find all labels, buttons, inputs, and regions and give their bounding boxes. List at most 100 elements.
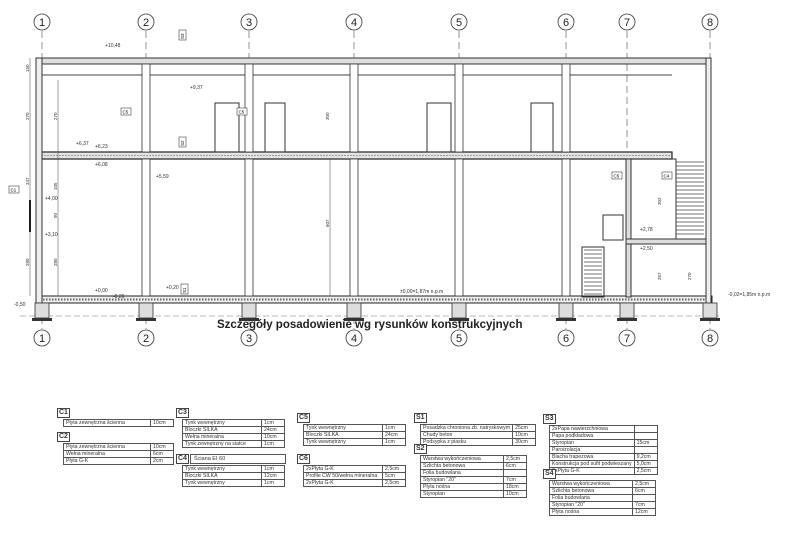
- level-roof: +10,48: [105, 43, 121, 49]
- layer-thickness: 10cm: [512, 431, 537, 439]
- footing-base: [556, 318, 576, 321]
- table-row: Folia budowlana: [420, 469, 527, 477]
- level-stair-b: +2,50: [640, 246, 653, 252]
- layer-name: Styropian: [420, 490, 504, 498]
- section-tags: C1 C5 C5 C5 C4 S3 S2 S1: [8, 29, 673, 295]
- left-wall: [35, 57, 43, 304]
- axis-label: 5: [456, 333, 462, 345]
- layer-thickness: 6cm: [632, 487, 656, 495]
- level-ceiling: +9,37: [190, 85, 203, 91]
- layer-name: Wełna mineralna: [63, 450, 151, 458]
- layer-name: Szlichta betonowa: [549, 487, 633, 495]
- layer-thickness: 25cm: [512, 424, 537, 432]
- level-floor1-b: +6,23: [95, 144, 108, 150]
- layer-name: Płyta nośna: [549, 508, 633, 516]
- axis-label: 6: [563, 333, 569, 345]
- level-outside-right: -0,02=1,85m n.p.m: [728, 292, 770, 298]
- axis-bubble: [450, 329, 468, 347]
- axis-label: 7: [624, 333, 630, 345]
- level-ground-c: +0,20: [166, 285, 179, 291]
- level-ground-b: -0,20: [113, 294, 125, 300]
- layer-thickness: 24cm: [261, 426, 285, 434]
- svg-text:270: 270: [687, 272, 692, 280]
- footing: [346, 302, 362, 319]
- table-row: Folia budowlana: [549, 494, 656, 502]
- svg-text:C1: C1: [11, 188, 17, 193]
- layer-thickness: 10cm: [150, 419, 174, 427]
- layer-name: Chudy beton: [419, 431, 514, 439]
- axis-bubble: [345, 13, 363, 31]
- layer-thickness: 2,5cm: [382, 479, 406, 487]
- svg-text:302: 302: [657, 197, 662, 205]
- roof-slab: [37, 57, 711, 65]
- column-lower: [349, 158, 359, 297]
- layer-name: Tynk wewnętrzny: [303, 424, 383, 432]
- column-lower: [454, 158, 464, 297]
- layer-thickness: 1cm: [382, 424, 406, 432]
- layer-thickness: 7cm: [503, 476, 527, 484]
- layer-thickness: 1cm: [261, 419, 285, 427]
- column-lower: [244, 158, 254, 297]
- footing-base: [136, 318, 156, 321]
- layer-name: Folia budowlana: [549, 494, 633, 502]
- svg-text:280: 280: [25, 258, 30, 266]
- layer-thickness: 10cm: [503, 490, 527, 498]
- axis-bubble: [701, 329, 719, 347]
- layer-name: Płyta nośna: [420, 483, 504, 491]
- footing-base: [700, 318, 720, 321]
- layer-thickness: [633, 432, 658, 440]
- axis-bubble: [345, 329, 363, 347]
- layer-name: Blacha trapezowa: [549, 453, 635, 461]
- layer-name: Tynk wewnętrzny: [303, 438, 383, 446]
- layer-name: Podsypka z piasku: [419, 438, 514, 446]
- layer-thickness: 12cm: [261, 472, 285, 480]
- layer-name: Paroizolacja: [549, 446, 635, 454]
- axis-bubble: [450, 13, 468, 31]
- svg-text:270: 270: [25, 112, 30, 120]
- layer-thickness: 2,5cm: [382, 465, 406, 473]
- layer-name: Płyta G-K: [63, 457, 151, 465]
- table-row: Styropian "20"7cm: [549, 501, 656, 509]
- layer-thickness: 1cm: [261, 440, 285, 448]
- layer-thickness: 30cm: [512, 438, 537, 446]
- layer-name: 2xPapa nawierzchniowa: [549, 425, 635, 433]
- level-stair-a: +2,78: [640, 227, 653, 233]
- layer-thickness: 1cm: [261, 479, 285, 487]
- axis-label: 1: [39, 333, 45, 345]
- layer-thickness: 12cm: [632, 508, 656, 516]
- layer-name: Bloczki SILKA: [182, 472, 262, 480]
- axis-label: 5: [456, 17, 462, 29]
- axis-bubble: [701, 13, 719, 31]
- level-outside-left: -0,50: [14, 302, 26, 308]
- footing-base: [617, 318, 637, 321]
- axis-label: 8: [707, 333, 713, 345]
- layer-thickness: 2cm: [150, 457, 174, 465]
- layer-thickness: [633, 446, 658, 454]
- layer-name: Styropian: [549, 439, 635, 447]
- stair-core: [581, 158, 707, 298]
- right-wall: [705, 57, 712, 304]
- layer-name: Tynk wewnętrzny: [182, 465, 262, 473]
- layer-name: Tynk zewnętrzny na siatce: [182, 440, 262, 448]
- layer-name: Styropian "20": [420, 476, 504, 484]
- axis-label: 3: [246, 17, 252, 29]
- foundation-caption: Szczegóły posadowienie wg rysunków konst…: [217, 319, 523, 331]
- layer-thickness: [633, 425, 658, 433]
- axis-bubble: [557, 13, 575, 31]
